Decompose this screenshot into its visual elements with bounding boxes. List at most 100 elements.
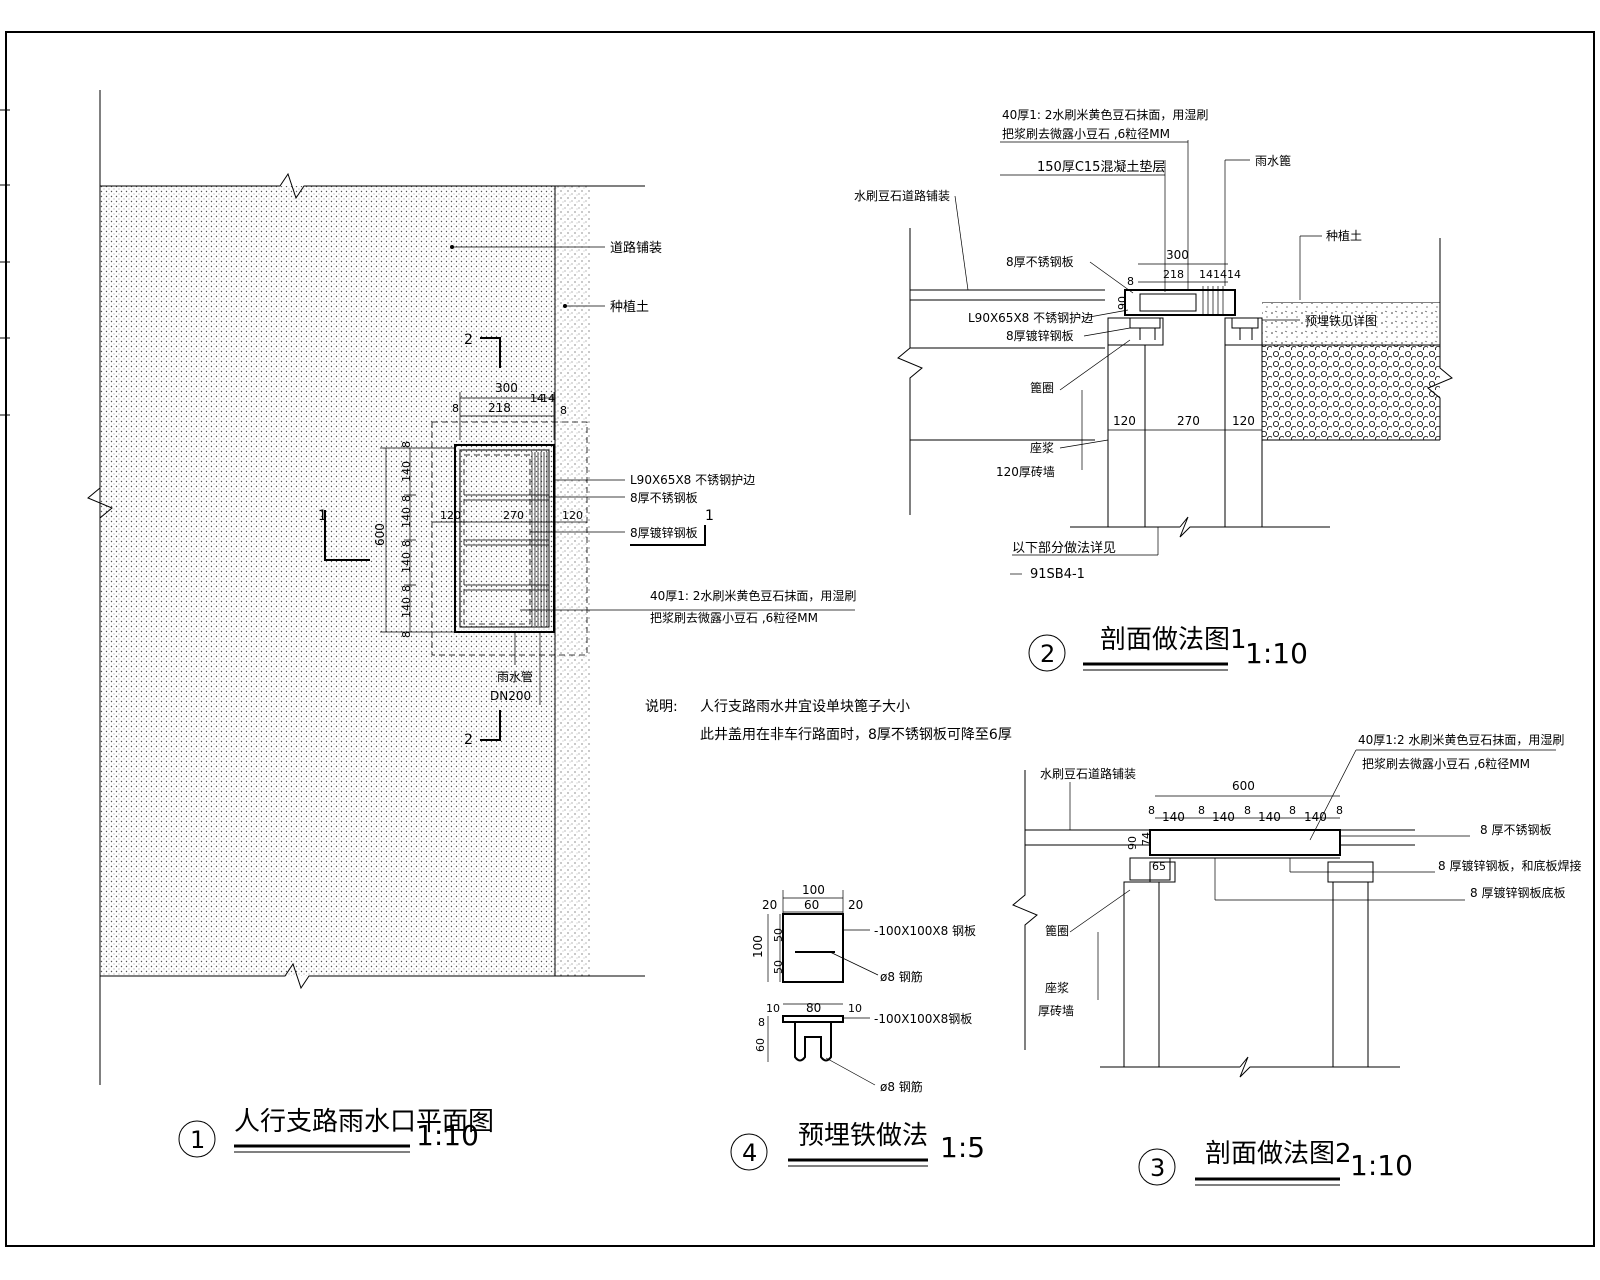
plan-dim-300: 300	[495, 381, 518, 395]
embed-number: 4	[742, 1139, 757, 1167]
embed-dim-8: 8	[758, 1016, 765, 1029]
plan-side-600: 600	[373, 523, 387, 546]
section-mark-2-bottom	[480, 710, 501, 741]
section2-dim-8b: 8	[1198, 804, 1205, 817]
section2-grate-slab	[1149, 829, 1341, 856]
section2-label-ring: 篦圈	[1045, 923, 1069, 938]
section2-scale: 1:10	[1350, 1149, 1413, 1182]
section2-dim-140b: 140	[1212, 810, 1235, 824]
section2-dim-8a: 8	[1148, 804, 1155, 817]
section2-title: 剖面做法图2	[1205, 1139, 1352, 1169]
section1-label-grate: 雨水篦	[1255, 153, 1291, 168]
section2-number: 3	[1150, 1154, 1165, 1182]
section1-label-ring: 篦圈	[1030, 380, 1054, 395]
embed-bar-side	[794, 1022, 832, 1062]
section1-gravel-fill	[1262, 345, 1440, 440]
plan-side-8b: 8	[400, 495, 413, 502]
section1-dim-270: 270	[1177, 414, 1200, 428]
plan-label-paving: 道路铺装	[610, 240, 662, 256]
plan-dim-120a: 120	[440, 509, 461, 522]
break-line-bottom	[100, 962, 645, 990]
plan-side-140b: 140	[400, 507, 413, 528]
section1-dim-8: 8	[1127, 275, 1134, 288]
notes-block: 说明: 人行支路雨水井宜设单块篦子大小 此井盖用在非车行路面时，8厚不锈钢板可降…	[645, 699, 1012, 743]
grate-bars	[531, 452, 548, 626]
section1-title: 剖面做法图1	[1100, 625, 1247, 655]
embed-dim-50b: 50	[772, 960, 785, 974]
embed-label-bar2: ø8 钢筋	[880, 1079, 923, 1094]
plan-side-140a: 140	[400, 461, 413, 482]
section-mark-1-left	[324, 510, 370, 561]
section2-number-circle	[1138, 1148, 1176, 1186]
section1-title-block: 2 剖面做法图1 1:10	[1028, 625, 1308, 672]
plan-side-8d: 8	[400, 585, 413, 592]
plan-dim-8b: 8	[560, 404, 567, 417]
section1-dim-14c: 14	[1227, 268, 1241, 281]
section2-label-galv-base: 8 厚镀锌钢板底板	[1470, 885, 1565, 900]
embed-dim-60: 60	[754, 1038, 767, 1052]
embed-plate-side	[782, 1015, 844, 1023]
plan-label-dn: DN200	[490, 689, 531, 703]
section1-dim-300: 300	[1166, 248, 1189, 262]
plan-label-finish-1: 40厚1: 2水刷米黄色豆石抹面，用湿刷	[650, 588, 856, 603]
section-view-1: 300 218 14 14 14 8 90 120 270 120 40厚1: …	[854, 107, 1453, 582]
plan-side-140c: 140	[400, 552, 413, 573]
section2-label-galv-weld: 8 厚镀锌钢板，和底板焊接	[1438, 858, 1581, 873]
section1-number: 2	[1040, 640, 1055, 668]
section1-label-mortar: 座浆	[1030, 440, 1054, 455]
embed-dim-50a: 50	[772, 928, 785, 942]
plan-title: 人行支路雨水口平面图	[234, 1107, 494, 1137]
section2-label-mortar: 座浆	[1045, 980, 1069, 995]
section1-grate	[1124, 289, 1236, 316]
embed-label-plate1: -100X100X8 钢板	[874, 924, 976, 938]
section1-brick-wall-right	[1224, 344, 1263, 528]
embed-plate-plan	[782, 913, 844, 983]
plan-side-8c: 8	[400, 540, 413, 547]
break-line-top	[100, 172, 645, 200]
section2-label-finish-2: 把浆刷去微露小豆石 ,6粒径MM	[1362, 756, 1530, 771]
plan-side-8e: 8	[400, 631, 413, 638]
embed-dim-10b: 10	[848, 1002, 862, 1015]
section2-title-block: 3 剖面做法图2 1:10	[1138, 1139, 1413, 1186]
section1-concrete-fill	[1139, 293, 1197, 312]
section1-label-concrete: 150厚C15混凝土垫层	[1037, 159, 1165, 175]
notes-heading: 说明:	[645, 699, 678, 715]
embed-title-block: 4 预埋铁做法 1:5	[730, 1121, 985, 1171]
plan-label-soil: 种植土	[610, 300, 649, 315]
section2-brick-wall-right	[1332, 881, 1369, 1068]
section2-dim-65: 65	[1152, 860, 1166, 873]
section1-label-finish-1: 40厚1: 2水刷米黄色豆石抹面，用湿刷	[1002, 107, 1208, 122]
section-view-2: 600 8 140 8 140 8 140 8 140 8 90 74 65 4…	[1012, 732, 1581, 1078]
plan-number: 1	[190, 1126, 205, 1154]
section2-dim-8d: 8	[1289, 804, 1296, 817]
section1-label-embed: 预埋铁见详图	[1305, 313, 1377, 328]
section1-number-circle	[1028, 634, 1066, 672]
embed-scale: 1:5	[940, 1131, 985, 1164]
section-mark-1-right	[630, 525, 706, 546]
section1-label-steel: 8厚不锈钢板	[1006, 255, 1074, 269]
plan-number-circle	[178, 1120, 216, 1158]
embed-detail: 100 20 60 20 100 50 50 -100X100X8 钢板 ø8 …	[751, 883, 976, 1094]
section2-label-finish-1: 40厚1:2 水刷米黄色豆石抹面，用湿刷	[1358, 732, 1564, 747]
section1-dim-120b: 120	[1232, 414, 1255, 428]
section1-label-angle: L90X65X8 不锈钢护边	[968, 311, 1093, 325]
section1-label-finish-2: 把浆刷去微露小豆石 ,6粒径MM	[1002, 126, 1170, 141]
section2-label-steel: 8 厚不锈钢板	[1480, 823, 1551, 837]
plan-label-angle: L90X65X8 不锈钢护边	[630, 473, 755, 487]
embed-label-plate2: -100X100X8钢板	[874, 1012, 972, 1026]
embed-title: 预埋铁做法	[798, 1121, 928, 1151]
embed-dim-100-top: 100	[802, 883, 825, 897]
section1-scale: 1:10	[1245, 637, 1308, 670]
section2-base-left	[1149, 861, 1176, 883]
section2-dim-8e: 8	[1336, 804, 1343, 817]
plan-label-finish-2: 把浆刷去微露小豆石 ,6粒径MM	[650, 610, 818, 625]
section-mark-1-left-label: 1	[318, 508, 327, 524]
section1-dim-90: 90	[1116, 296, 1129, 310]
section2-label-paving: 水刷豆石道路铺装	[1040, 766, 1136, 781]
grate-frame	[454, 444, 555, 633]
pit-outline	[431, 421, 588, 656]
plan-dim-14a: 14	[530, 392, 544, 405]
plan-label-galv: 8厚镀锌钢板	[630, 526, 698, 540]
plan-scale: 1:10	[416, 1119, 479, 1152]
